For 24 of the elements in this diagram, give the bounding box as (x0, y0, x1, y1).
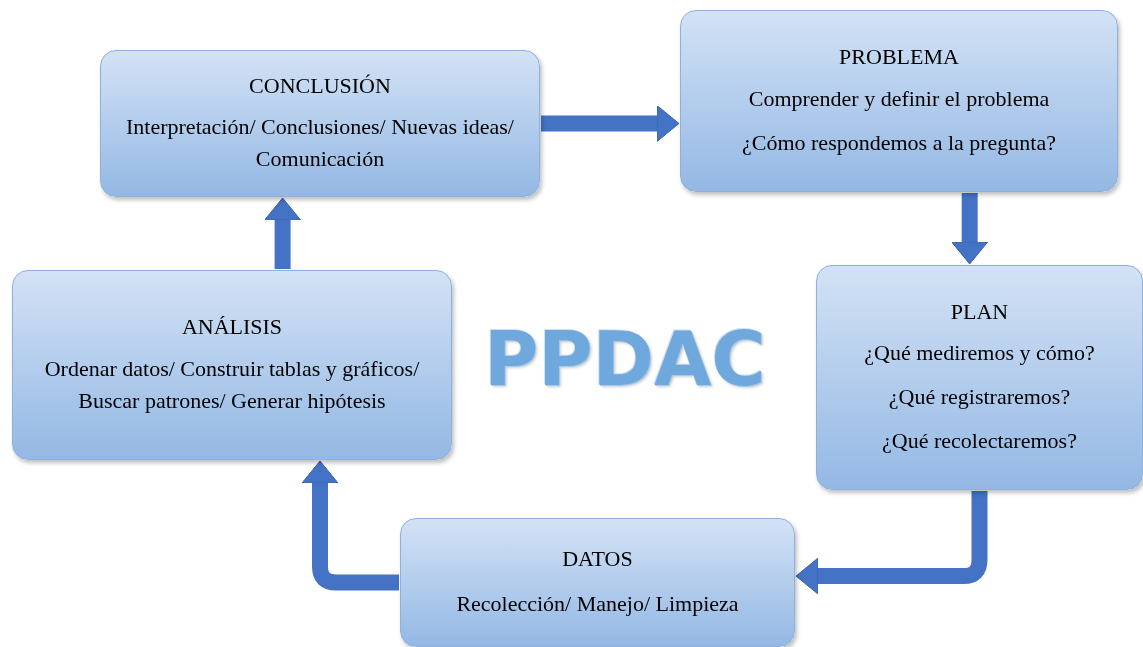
block-arrow (301, 460, 399, 591)
block-arrow (264, 197, 302, 269)
box-text: ¿Qué registraremos? (888, 383, 1071, 412)
box-heading: PLAN (950, 297, 1009, 326)
box-text: Recolección/ Manejo/ Limpieza (456, 590, 739, 619)
process-box (680, 10, 1118, 192)
box-text: ¿Qué recolectaremos? (882, 427, 1077, 456)
block-arrow (951, 193, 989, 265)
block-arrow (795, 491, 988, 595)
box-text: ¿Qué mediremos y cómo? (864, 339, 1095, 368)
box-heading: DATOS (562, 544, 633, 573)
process-box (100, 50, 540, 197)
box-text: Ordenar datos/ Construir tablas y gráficos/ Buscar patrones/ Generar hipótesis (43, 354, 421, 415)
box-heading: CONCLUSIÓN (249, 71, 391, 100)
box-text: Interpretación/ Conclusiones/ Nuevas ideas/ Comunicación (125, 113, 515, 174)
box-heading: ANÁLISIS (181, 313, 283, 341)
process-box (12, 270, 452, 460)
box-text: ¿Cómo respondemos a la pregunta? (742, 128, 1056, 157)
block-arrow (541, 105, 680, 142)
process-box (816, 265, 1143, 490)
center-title: PPDAC (484, 322, 766, 396)
process-box (400, 518, 795, 647)
box-text: Comprender y definir el problema (748, 84, 1050, 113)
box-heading: PROBLEMA (839, 43, 959, 71)
